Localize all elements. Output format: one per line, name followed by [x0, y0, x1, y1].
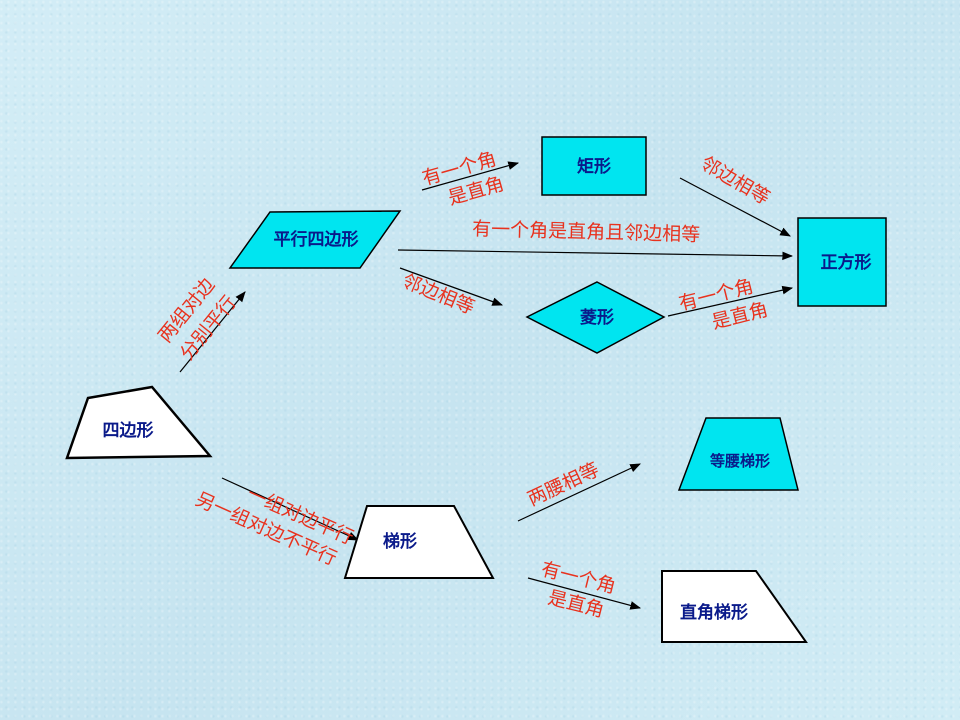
node-rectangle[interactable]: 矩形: [541, 136, 647, 196]
edge-label-trap-to-iso-text: 两腰相等: [524, 459, 602, 511]
edge-label-rect-to-square: 邻边相等: [697, 152, 774, 209]
arrow-rect-to-square: [679, 177, 791, 237]
node-label-isosceles-trapezoid: 等腰梯形: [710, 452, 770, 470]
edge-label-rect-to-square-text: 邻边相等: [697, 152, 774, 209]
edge-label-rhombus-to-square: 有一个角 是直角: [677, 275, 771, 333]
node-square[interactable]: 正方形: [797, 217, 887, 307]
node-label-trapezoid: 梯形: [383, 531, 417, 552]
edge-label-trap-to-iso: 两腰相等: [524, 459, 602, 511]
node-parallelogram[interactable]: 平行四边形: [228, 210, 402, 269]
edge-label-para-to-rhombus-text: 邻边相等: [399, 270, 478, 319]
edge-label-quad-to-para: 两组对边 分别平行: [154, 274, 241, 365]
arrow-rhombus-to-square: [667, 285, 794, 317]
arrow-para-to-rect: [421, 161, 520, 191]
node-label-rectangle: 矩形: [577, 156, 611, 177]
edge-label-quad-to-trap: 一组对边平行 另一组对边不平行: [192, 483, 357, 570]
node-right-trapezoid[interactable]: 直角梯形: [661, 570, 808, 643]
edge-label-para-to-square-text: 有一个角是直角且邻边相等: [472, 218, 701, 246]
node-label-quadrilateral: 四边形: [103, 420, 154, 441]
node-rhombus[interactable]: 菱形: [525, 281, 666, 354]
arrow-trap-to-iso: [517, 463, 641, 522]
node-isosceles-trapezoid[interactable]: 等腰梯形: [677, 417, 799, 491]
node-label-right-trapezoid: 直角梯形: [680, 602, 748, 623]
node-label-rhombus: 菱形: [580, 307, 614, 328]
arrow-quad-to-trap: [221, 477, 359, 541]
arrow-para-to-square: [397, 249, 794, 261]
node-trapezoid[interactable]: 梯形: [343, 505, 495, 579]
arrow-trap-to-right: [527, 577, 642, 610]
edge-label-para-to-square: 有一个角是直角且邻边相等: [472, 218, 701, 246]
node-quadrilateral[interactable]: 四边形: [65, 385, 213, 460]
node-label-parallelogram: 平行四边形: [274, 229, 359, 250]
node-label-square: 正方形: [821, 252, 872, 273]
arrow-quad-to-para: [179, 291, 246, 373]
edge-label-para-to-rect: 有一个角 是直角: [420, 148, 507, 210]
edge-label-para-to-rhombus: 邻边相等: [399, 270, 478, 319]
arrow-para-to-rhombus: [399, 267, 504, 306]
